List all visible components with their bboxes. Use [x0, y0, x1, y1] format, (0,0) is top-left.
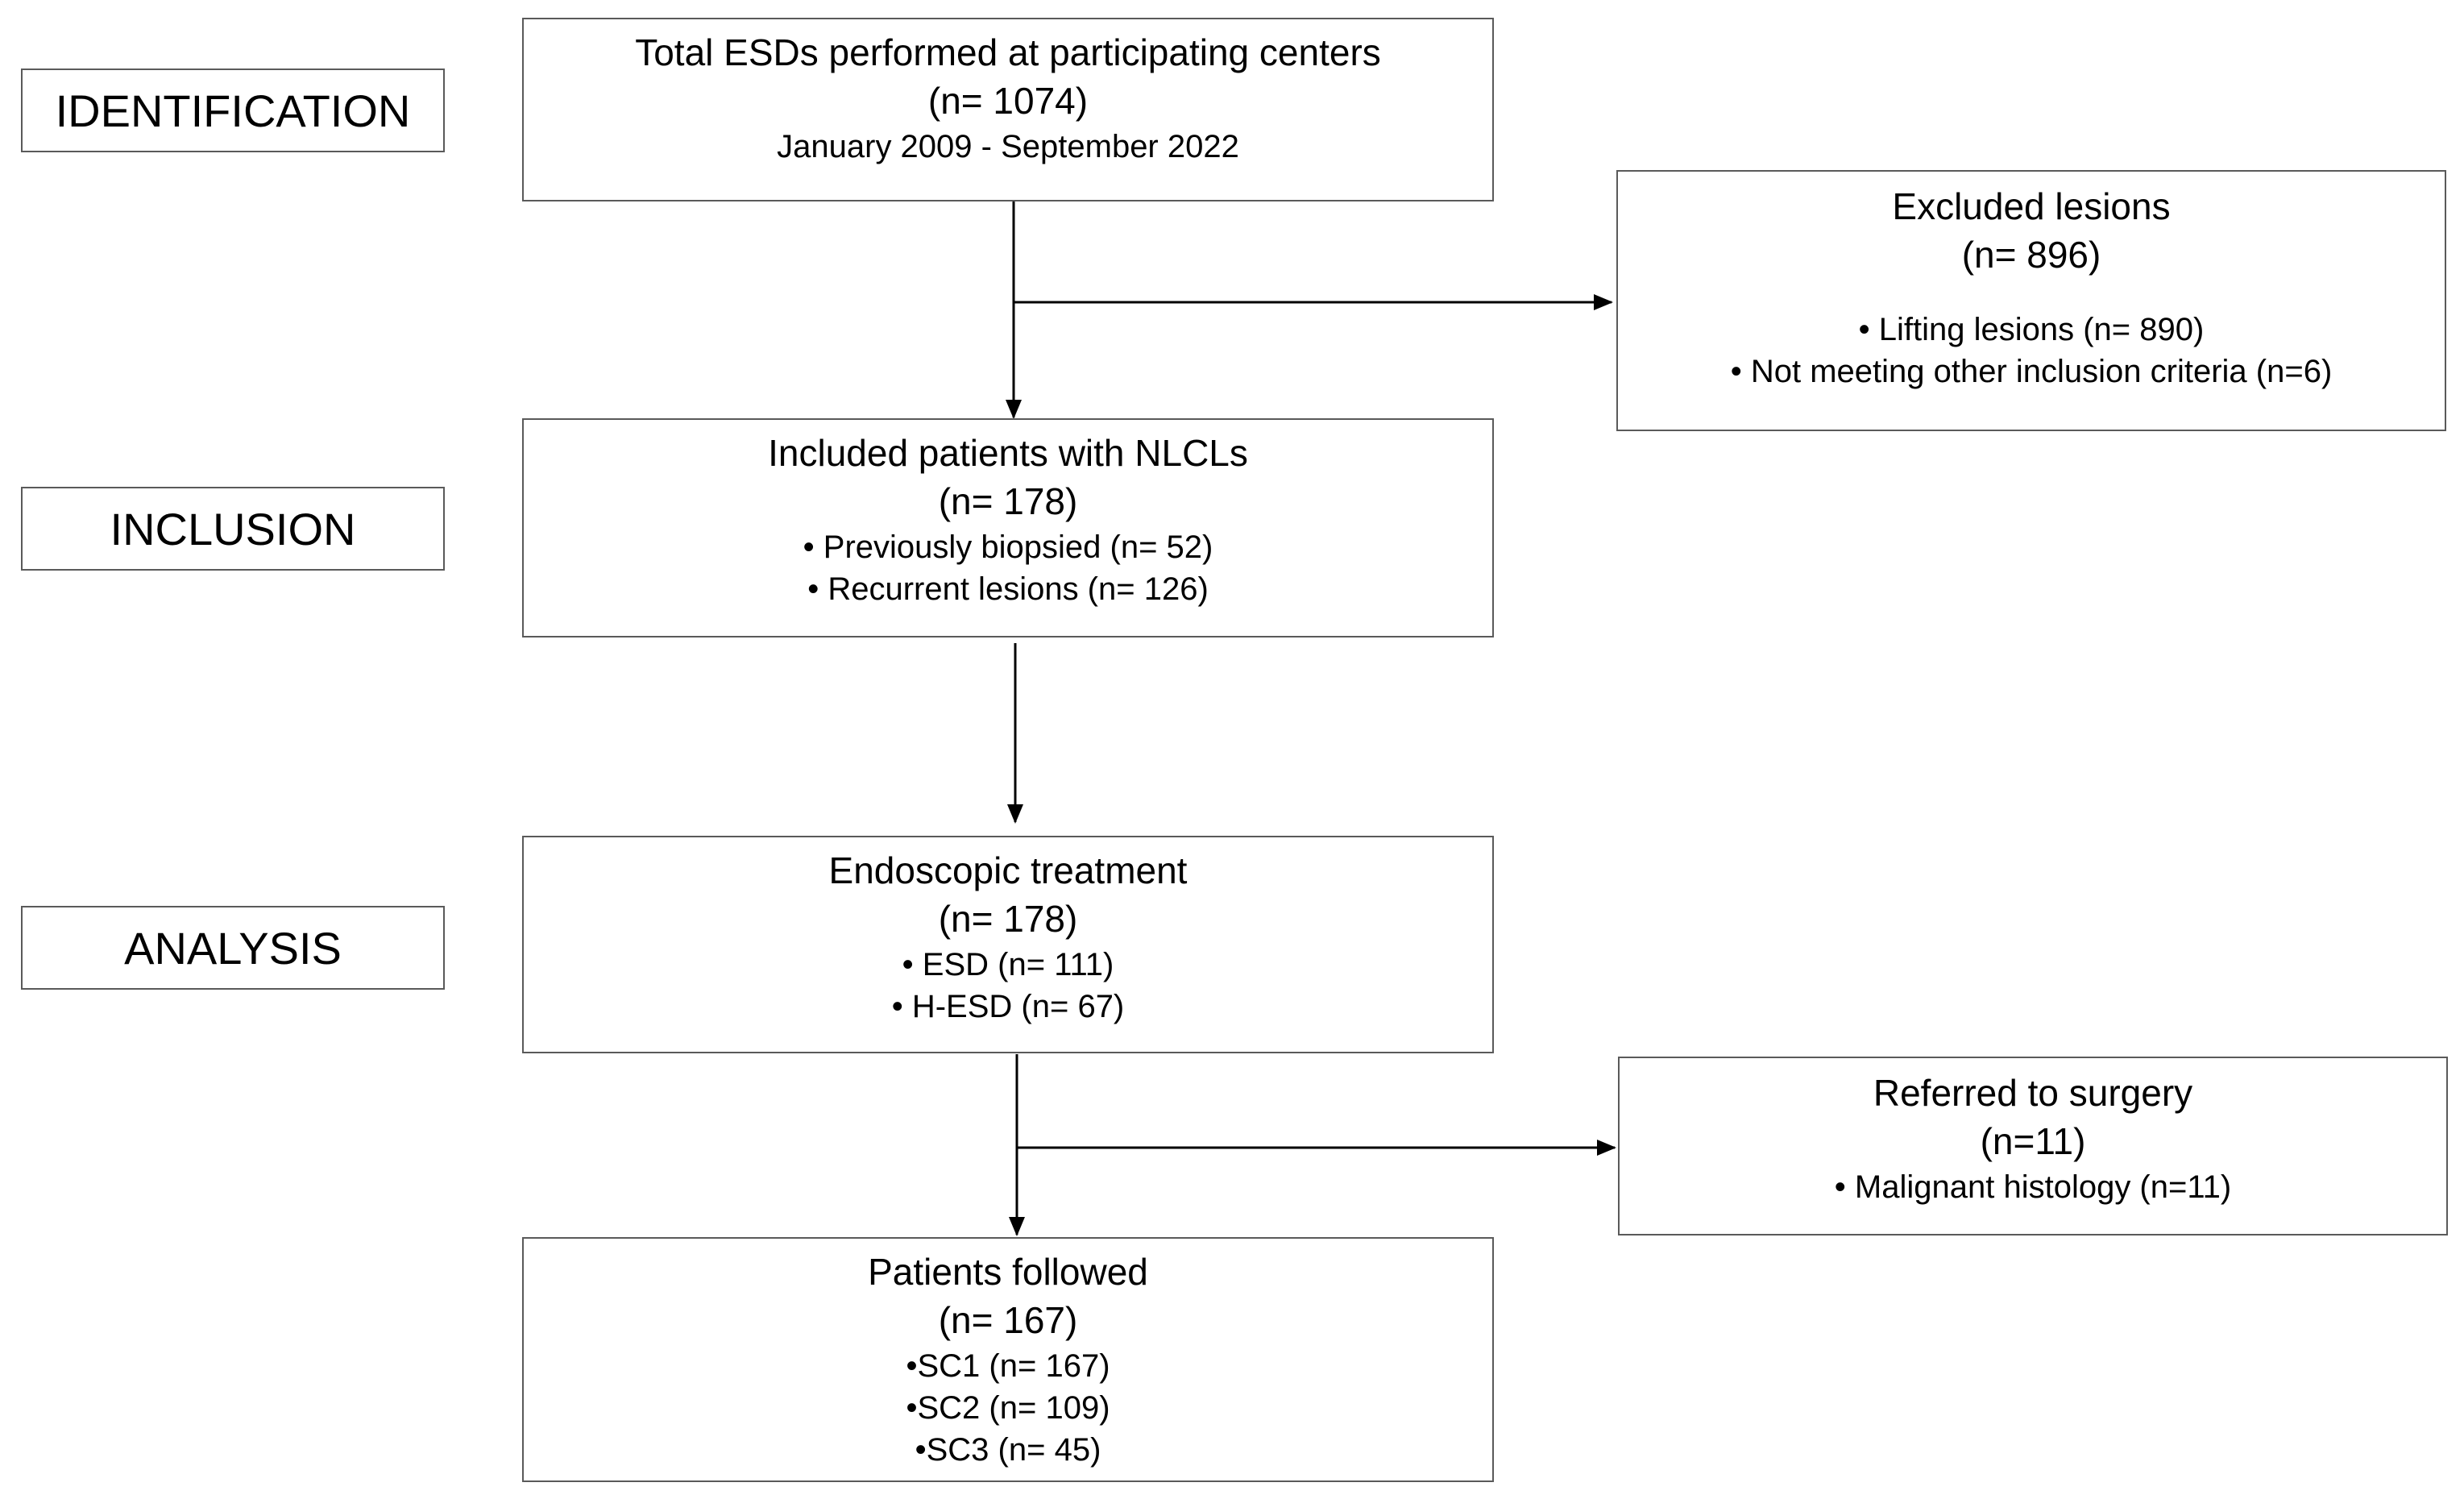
- stage-identification-label: IDENTIFICATION: [55, 85, 411, 136]
- endoscopic-treatment-box: Endoscopic treatment (n= 178) • ESD (n= …: [522, 836, 1494, 1053]
- excluded-item: • Not meeting other inclusion criteria (…: [1730, 353, 2333, 389]
- treatment-item: • ESD (n= 111): [902, 946, 1114, 982]
- patients-followed-box: Patients followed (n= 167) •SC1 (n= 167)…: [522, 1237, 1494, 1482]
- surgery-title: Referred to surgery: [1873, 1072, 2193, 1114]
- stage-inclusion: INCLUSION: [21, 487, 445, 571]
- total-esds-box: Total ESDs performed at participating ce…: [522, 18, 1494, 201]
- excluded-spacer: [1618, 280, 2445, 309]
- treatment-item: • H-ESD (n= 67): [891, 988, 1125, 1024]
- stage-analysis-label: ANALYSIS: [124, 922, 342, 974]
- included-title: Included patients with NLCLs: [768, 432, 1248, 474]
- followed-item: •SC3 (n= 45): [915, 1431, 1101, 1468]
- total-count: (n= 1074): [927, 79, 1089, 122]
- treatment-title: Endoscopic treatment: [828, 849, 1188, 891]
- followed-title: Patients followed: [868, 1251, 1148, 1293]
- stage-identification: IDENTIFICATION: [21, 69, 445, 152]
- surgery-count: (n=11): [1980, 1119, 2086, 1162]
- excluded-lesions-box: Excluded lesions (n= 896) • Lifting lesi…: [1616, 170, 2446, 431]
- excluded-count: (n= 896): [1961, 233, 2101, 276]
- included-patients-box: Included patients with NLCLs (n= 178) • …: [522, 418, 1494, 637]
- stage-inclusion-label: INCLUSION: [110, 503, 356, 554]
- surgery-item: • Malignant histology (n=11): [1834, 1169, 2232, 1205]
- excluded-item: • Lifting lesions (n= 890): [1858, 311, 2205, 347]
- followed-item: •SC2 (n= 109): [906, 1389, 1110, 1426]
- included-item: • Previously biopsied (n= 52): [803, 529, 1213, 565]
- followed-count: (n= 167): [938, 1298, 1078, 1341]
- referred-surgery-box: Referred to surgery (n=11) • Malignant h…: [1618, 1057, 2448, 1235]
- stage-analysis: ANALYSIS: [21, 906, 445, 990]
- total-period: January 2009 - September 2022: [777, 128, 1239, 164]
- included-item: • Recurrent lesions (n= 126): [807, 571, 1209, 607]
- included-count: (n= 178): [938, 480, 1078, 522]
- excluded-title: Excluded lesions: [1892, 185, 2171, 227]
- followed-item: •SC1 (n= 167): [906, 1348, 1110, 1384]
- treatment-count: (n= 178): [938, 897, 1078, 940]
- total-title: Total ESDs performed at participating ce…: [635, 31, 1381, 73]
